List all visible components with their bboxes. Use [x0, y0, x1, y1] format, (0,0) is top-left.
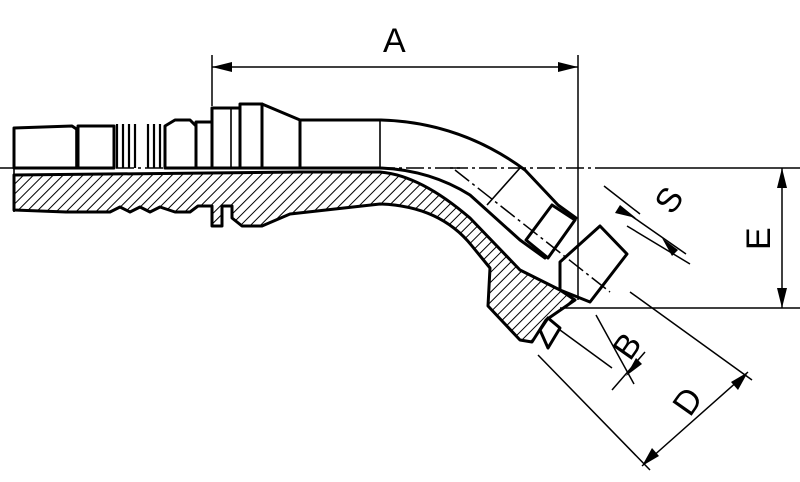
dimension-B: B	[559, 314, 650, 391]
center-lines	[0, 167, 611, 293]
section-hatched	[12, 170, 577, 350]
label-E: E	[740, 227, 778, 250]
dimension-A: A	[211, 22, 579, 300]
label-D: D	[665, 381, 710, 423]
serrations-upper	[115, 124, 162, 168]
label-B: B	[605, 326, 649, 366]
dimension-D: D	[537, 291, 753, 471]
dimension-E: E	[560, 167, 800, 309]
label-A: A	[383, 22, 406, 60]
label-S: S	[647, 180, 691, 220]
bent-body	[298, 118, 629, 304]
hose-stem	[12, 102, 302, 212]
